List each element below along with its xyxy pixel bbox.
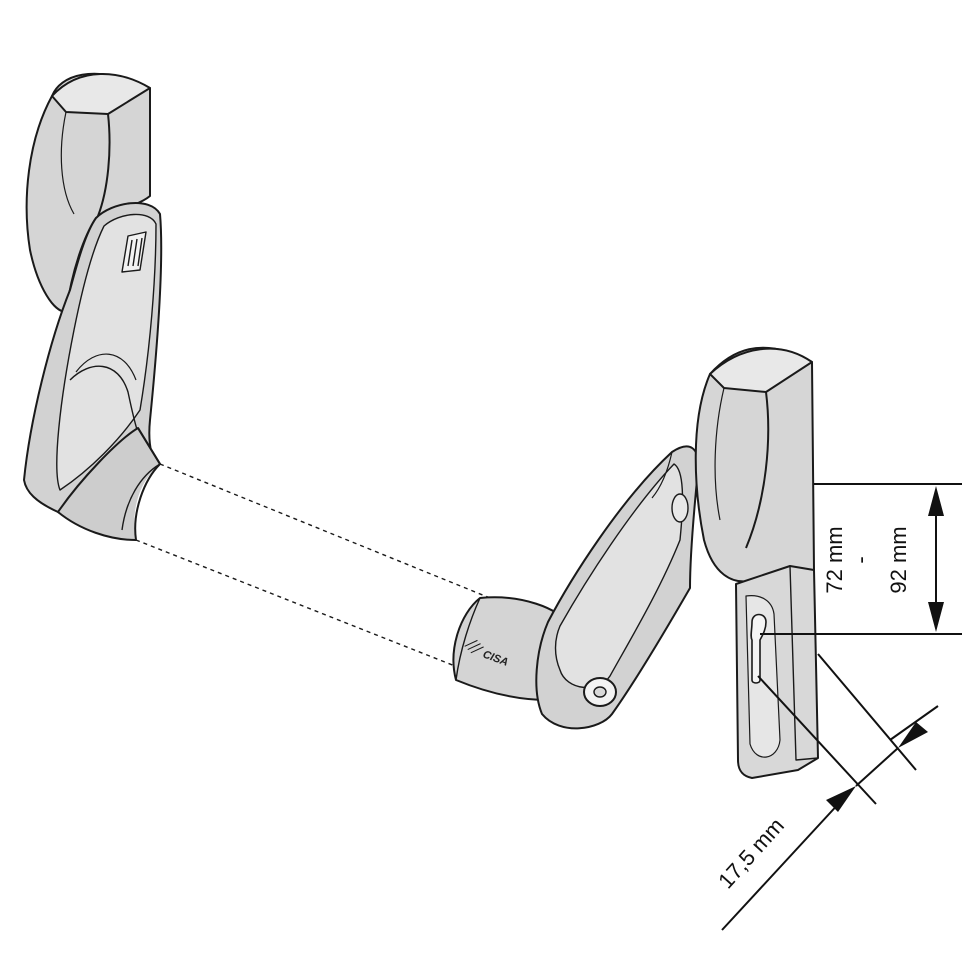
right-end-cap [694,346,815,583]
height-dimension [760,483,962,635]
height-min-label: 72 mm [822,526,847,593]
cylinder-plate [735,565,819,779]
cylinder-hole-icon [750,613,767,684]
height-sep-label: - [848,556,873,563]
height-dimension-label: 72 mm - 92 mm [822,526,911,593]
arrow-left-icon [826,786,856,812]
brand-badge-icon [121,231,147,273]
left-end-cap [25,72,151,313]
offset-dimension [721,653,939,931]
arrow-right-icon [898,722,928,748]
cisa-logo-icon [464,639,484,654]
offset-label: 17,5 mm [713,813,789,893]
left-bar-collar [57,427,161,541]
arrow-up-icon [928,486,944,516]
push-bar [134,463,491,669]
upper-pivot-icon [671,493,689,523]
height-max-label: 92 mm [886,526,911,593]
right-lever-arm [535,445,700,730]
arrow-down-icon [928,602,944,632]
